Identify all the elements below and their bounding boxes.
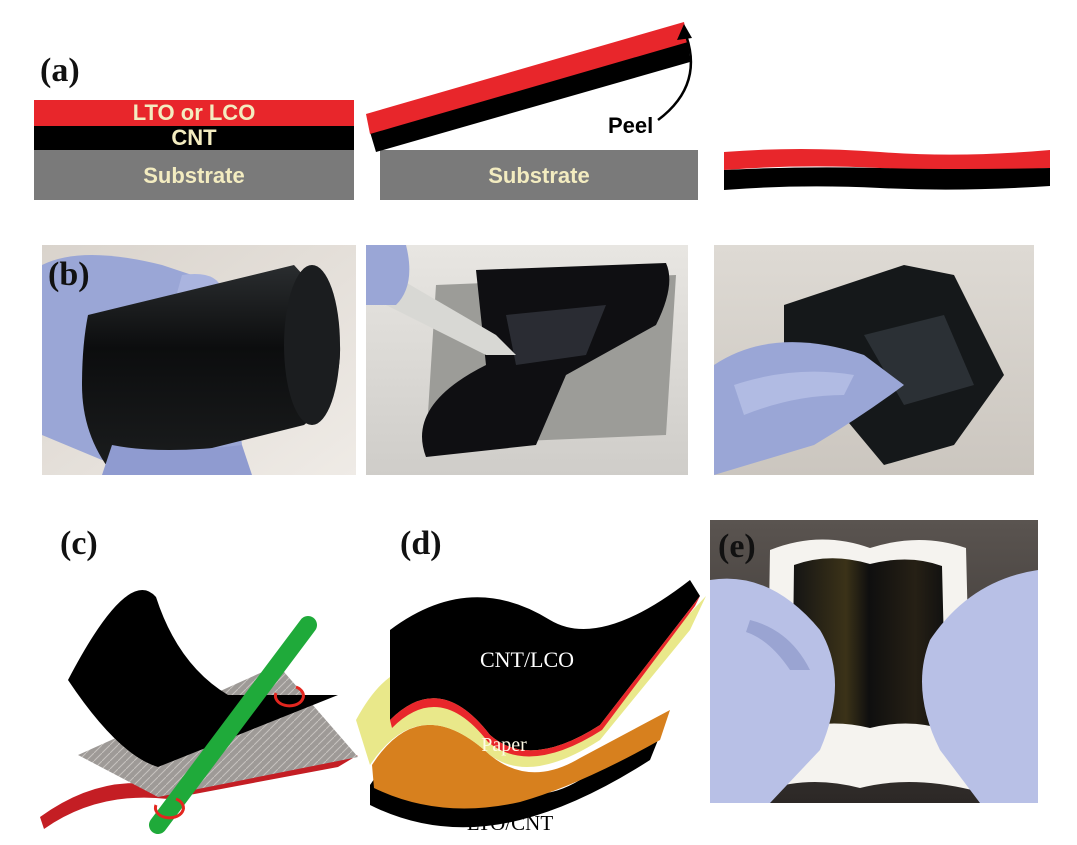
freestanding-film-black: [724, 167, 1050, 190]
black-electrode-sheet: [68, 590, 338, 767]
photo-e-paper-battery: [710, 520, 1038, 803]
paper-layer: [356, 596, 706, 767]
glove-hand-right: [714, 342, 904, 475]
cnt-layer-label: CNT: [171, 125, 217, 150]
peel-arrow-head: [677, 24, 692, 40]
photo-b-peeling-film: [366, 245, 688, 475]
active-layer-bar: [34, 100, 354, 126]
red-electrode-sheet: [40, 755, 358, 829]
cnt-layer-bar: [34, 126, 354, 150]
film-highlight: [506, 305, 606, 365]
photo-b-freestanding-film: [714, 245, 1034, 475]
panel-e-label: (e): [718, 528, 756, 565]
peeled-film-black: [370, 40, 690, 152]
panel-d-label: (d): [400, 525, 442, 562]
glove-hand-mid: [366, 245, 410, 305]
top-layer-red-edge: [390, 596, 700, 757]
roll-end: [284, 265, 340, 425]
peel-label: Peel: [608, 113, 653, 138]
panel-c-label: (c): [60, 525, 98, 562]
rolling-rod: [149, 616, 317, 834]
substrate-label-middle: Substrate: [488, 163, 589, 188]
panel-b-label: (b): [48, 256, 90, 293]
substrate-bar-left: [34, 150, 354, 200]
glove-right-e: [922, 570, 1038, 803]
glove-left-e: [710, 578, 835, 803]
glove-shadow-e: [746, 620, 810, 670]
peel-arrow: [657, 29, 693, 121]
freestanding-film-red: [724, 149, 1050, 170]
photo-b-rolled-film: [42, 245, 356, 475]
panel-d-diagram: CNT/LCO Paper LTO/CNT: [356, 580, 706, 835]
substrate-bar-middle: [380, 150, 698, 200]
panel-a-label: (a): [40, 52, 80, 89]
lto-cnt-label: LTO/CNT: [467, 811, 554, 835]
paper-label: Paper: [481, 734, 527, 756]
cnt-lco-label: CNT/LCO: [480, 647, 574, 672]
panel-c-diagram: [40, 590, 358, 834]
active-layer-label: LTO or LCO: [133, 100, 256, 125]
panel-a-diagram: LTO or LCO CNT Substrate Substrate Peel: [34, 22, 1050, 200]
rolled-cnt-film: [82, 265, 341, 473]
glove-fingers-bottom: [102, 445, 252, 475]
lto-layer: [372, 710, 670, 809]
top-lco-layer: [390, 580, 700, 751]
peeled-film-red: [366, 22, 688, 134]
substrate-label-left: Substrate: [143, 163, 244, 188]
glove-finger-right: [734, 371, 854, 415]
